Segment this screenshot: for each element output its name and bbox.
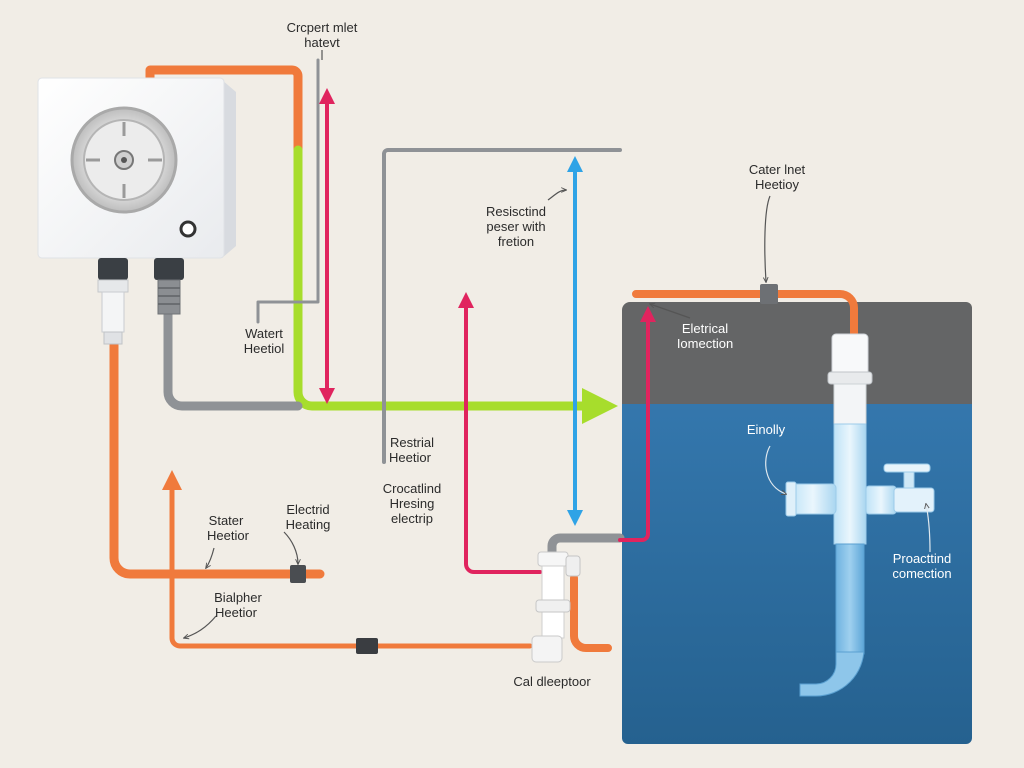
label-cal-deeptor-line1: Cal dleeptoor (513, 674, 591, 689)
orange-drain-pipe (570, 574, 612, 652)
label-restrial-heater-line1: Restrial (390, 435, 434, 450)
label-resisting-power: Resisctind peser with fretion (486, 204, 546, 249)
heater-outlet-left-pipe (101, 291, 125, 333)
label-stater-heater-line1: Stater (209, 513, 244, 528)
orange-left-pipe (109, 335, 325, 579)
gray-thin-pipe-top (382, 148, 622, 464)
label-bialpher-heater-line1: Bialpher (214, 590, 262, 605)
label-top-heater: Crcpert mlet hatevt (287, 20, 358, 50)
water-tank (622, 302, 972, 744)
label-water-heater-line1: Watert (245, 326, 283, 341)
tank-top-section (622, 302, 972, 404)
label-einolly-line1: Einolly (747, 422, 786, 437)
label-electrical-connection-line1: Eletrical (682, 321, 728, 336)
label-protecting-connection-line2: comection (892, 566, 951, 581)
label-einolly: Einolly (747, 422, 786, 437)
leader-lines (184, 50, 931, 638)
heater-outlet-right (154, 258, 184, 280)
heater-outlet-right-fitting (157, 279, 181, 315)
label-crocatind-line2: Hresing (390, 496, 435, 511)
label-crocatind: Crocatlind Hresing electrip (383, 481, 442, 526)
valve-handle-icon (883, 463, 931, 473)
label-cater-inlet-line2: Heetioy (755, 177, 800, 192)
orange-tank-pipe (632, 290, 858, 340)
red-arrow-center (458, 292, 542, 574)
label-cater-inlet: Cater lnet Heetioy (749, 162, 806, 192)
heater-indicator-icon (179, 220, 197, 238)
label-water-heater: Watert Heetiol (244, 326, 285, 356)
green-vertical-pipe (293, 145, 618, 424)
label-electrid-heating-line2: Heating (286, 517, 331, 532)
label-protecting-connection-line1: Proacttind (893, 551, 952, 566)
label-top-heater-line2: hatevt (304, 35, 340, 50)
heater-box-side (222, 80, 236, 258)
orange-top-pipe (145, 65, 303, 155)
gray-drain-connector (547, 533, 625, 557)
label-electrid-heating: Electrid Heating (286, 502, 331, 532)
label-resisting-power-line3: fretion (498, 234, 534, 249)
label-restrial-heater: Restrial Heetior (389, 435, 434, 465)
tank-vertical-pipe (799, 333, 873, 697)
orange-bottom-pipe (162, 470, 533, 649)
label-restrial-heater-line2: Heetior (389, 450, 432, 465)
label-protecting-connection: Proacttind comection (892, 551, 951, 581)
label-top-heater-line1: Crcpert mlet (287, 20, 358, 35)
water-heater-unit (37, 77, 236, 345)
red-arrow-right (618, 306, 656, 542)
tank-cross-fitting (785, 463, 935, 517)
label-bialpher-heater-line2: Heetior (215, 605, 258, 620)
coupling-stater (290, 565, 306, 583)
heater-dial-ticks (86, 122, 162, 198)
coupling-tank-inlet (760, 284, 778, 304)
label-bialpher-heater: Bialpher Heetior (214, 590, 262, 620)
label-resisting-power-line2: peser with (486, 219, 545, 234)
gray-heater-pipe (163, 285, 303, 411)
label-resisting-power-line1: Resisctind (486, 204, 546, 219)
label-crocatind-line3: electrip (391, 511, 433, 526)
label-electrical-connection: Eletrical Iomection (677, 321, 733, 351)
label-cal-deeptor: Cal dleeptoor (513, 674, 591, 689)
label-water-heater-line2: Heetiol (244, 341, 285, 356)
heater-outlet-left (98, 258, 128, 280)
label-stater-heater-line2: Heetior (207, 528, 250, 543)
drain-trap-assembly (531, 551, 581, 663)
label-electrical-connection-line2: Iomection (677, 336, 733, 351)
label-stater-heater: Stater Heetior (207, 513, 250, 543)
heater-outlet-left-fitting (97, 279, 129, 293)
label-electrid-heating-line1: Electrid (286, 502, 329, 517)
gray-thin-pipe-left (256, 58, 320, 324)
label-crocatind-line1: Crocatlind (383, 481, 442, 496)
coupling-bottom (356, 638, 378, 654)
label-cater-inlet-line1: Cater lnet (749, 162, 806, 177)
